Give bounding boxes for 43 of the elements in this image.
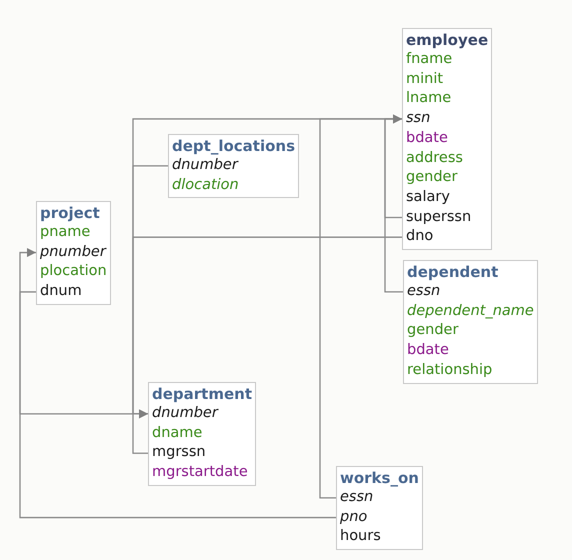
table-box bbox=[36, 201, 111, 305]
table-title: department bbox=[151, 384, 253, 404]
column-name: salary bbox=[403, 188, 492, 208]
column-name: pnumber bbox=[37, 242, 110, 262]
table-box bbox=[403, 260, 538, 384]
table-box bbox=[402, 28, 492, 250]
column-name: minit bbox=[403, 70, 492, 90]
column-name: dnumber bbox=[169, 156, 298, 176]
connector-arrow bbox=[132, 114, 402, 454]
column-name: dnumber bbox=[149, 404, 255, 424]
table-title: dependent bbox=[406, 262, 500, 282]
column-name: dnum bbox=[37, 282, 110, 302]
column-name: essn bbox=[337, 488, 422, 508]
column-name: mgrstartdate bbox=[149, 463, 255, 483]
table-title: employee bbox=[405, 30, 490, 50]
table-title: works_on bbox=[339, 468, 420, 488]
column-name: superssn bbox=[403, 208, 492, 228]
connector-arrow bbox=[19, 248, 336, 518]
column-name: dependent_name bbox=[404, 302, 537, 322]
table-box bbox=[336, 466, 423, 550]
column-name: bdate bbox=[404, 341, 537, 361]
column-name: plocation bbox=[37, 262, 110, 282]
connector-arrow bbox=[19, 291, 148, 418]
column-name: bdate bbox=[403, 128, 492, 149]
column-name: pno bbox=[337, 508, 422, 528]
column-name: ssn bbox=[403, 109, 492, 129]
column-name: fname bbox=[403, 50, 492, 70]
column-name: relationship bbox=[404, 360, 537, 381]
column-name: dname bbox=[149, 424, 255, 444]
column-name: dno bbox=[403, 227, 492, 248]
table-box bbox=[168, 134, 300, 198]
column-name: essn bbox=[404, 282, 537, 302]
column-name: address bbox=[403, 148, 492, 168]
column-name: mgrssn bbox=[149, 443, 255, 464]
column-name: gender bbox=[404, 321, 537, 342]
column-name: gender bbox=[403, 168, 492, 188]
table-title: project bbox=[39, 203, 101, 223]
table-title: dept_locations bbox=[171, 136, 296, 156]
column-name: dlocation bbox=[169, 176, 298, 196]
column-name: hours bbox=[337, 527, 422, 548]
table-box bbox=[148, 382, 256, 486]
column-name: lname bbox=[403, 89, 492, 110]
column-name: pname bbox=[37, 223, 110, 243]
